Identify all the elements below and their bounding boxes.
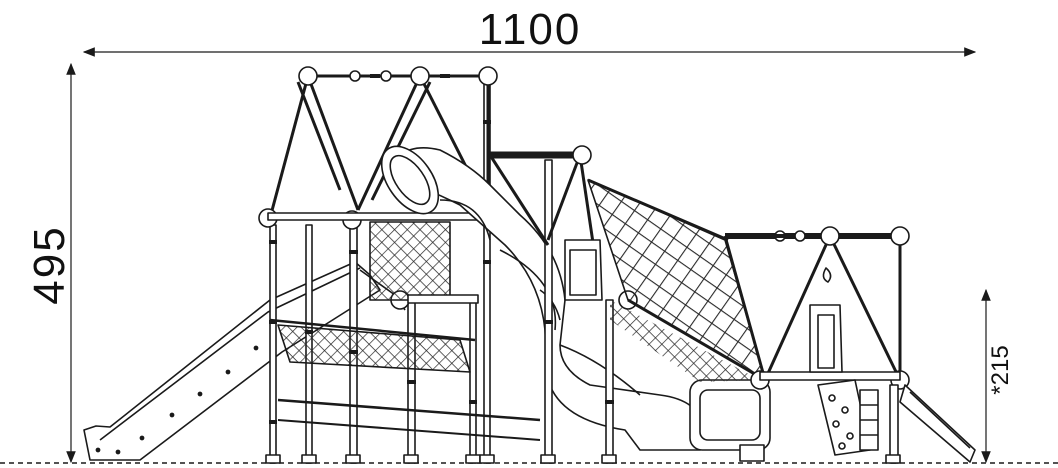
diagonal-climbing-net [587, 178, 766, 382]
right-ramp [899, 384, 976, 463]
post-feet [265, 454, 901, 464]
tower-2 [488, 145, 638, 464]
width-label: 1100 [479, 5, 582, 54]
height-label: 495 [25, 225, 74, 304]
platform-height-label: *215 [987, 345, 1014, 394]
tower-3 [723, 226, 910, 464]
clamps [269, 74, 870, 424]
tower-1-platform [267, 212, 489, 304]
height-dimension: 495 [25, 62, 76, 464]
lower-climbing-net [269, 318, 541, 441]
tower-1-roof [268, 74, 490, 219]
width-dimension: 1100 [82, 5, 977, 57]
climbing-wall [817, 379, 879, 456]
playground-structure [83, 66, 976, 464]
platform-height-dimension: *215 [981, 288, 1014, 464]
